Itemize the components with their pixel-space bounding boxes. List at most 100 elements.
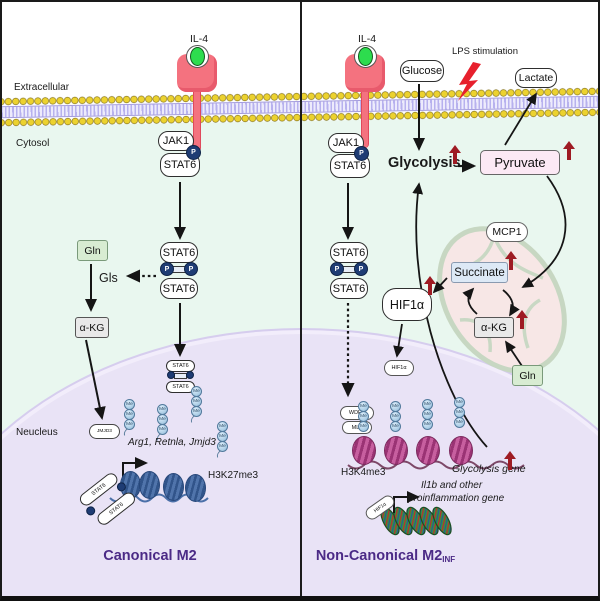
stat6-label: STAT6: [163, 159, 197, 171]
gln-box-left: Gln: [77, 240, 108, 261]
p-label: P: [191, 149, 196, 156]
up-arrow-glycolysis-gene: [504, 451, 516, 472]
stat6-dimer-bottom: STAT6: [166, 381, 195, 393]
succinate-label: Succinate: [454, 266, 505, 279]
stat6-label: STAT6: [90, 482, 107, 497]
up-arrow-hif1a-stabilization: [424, 276, 436, 297]
il4-receptor-stem-left: [193, 66, 201, 152]
gln-box-right: Gln: [512, 365, 543, 386]
jmjd3-label: JMJD3: [97, 429, 112, 434]
up-arrow-glycolysis: [449, 145, 461, 166]
hif1a-label: HIF1α: [391, 365, 407, 371]
akg-label: α-KG: [79, 321, 105, 334]
gln-label: Gln: [519, 369, 536, 382]
phospho-mark: P: [184, 262, 198, 276]
me-mark: Me: [191, 406, 202, 417]
phospho-mark: P: [330, 262, 344, 276]
nucleosome: [139, 471, 160, 499]
mcp1-box: MCP1: [486, 222, 528, 242]
arrow-succinate-to-hif1a: [432, 277, 448, 294]
stat6-label: STAT6: [162, 282, 196, 295]
phospho-mark: P: [186, 145, 201, 160]
me-mark: Me: [454, 417, 465, 428]
hif1a-box: HIF1α: [382, 288, 432, 321]
nucleosome: [163, 473, 184, 501]
me-mark: Me: [217, 441, 228, 452]
il4-ligand-right: [358, 47, 373, 66]
phospho-mark: [186, 371, 194, 379]
cycle-arc-akg-to-succinate: [462, 287, 478, 315]
p-label: P: [359, 150, 364, 157]
hif1a-label: HIF1α: [389, 297, 425, 312]
m2-genes-label: Arg1, Retnla, Jmjd3: [128, 437, 216, 448]
transcription-arrow-right: [393, 491, 420, 513]
stat6-label: STAT6: [172, 384, 189, 390]
arrow-glycolysis-gene-to-glycolysis: [412, 182, 488, 448]
il4-label-right: IL-4: [357, 33, 377, 45]
stat6-label: STAT6: [107, 501, 125, 517]
right-title-main: Non-Canonical M2: [315, 548, 443, 564]
left-panel-title: Canonical M2: [103, 548, 197, 564]
dna-helix: [380, 506, 452, 536]
nucleosome: [416, 436, 440, 465]
glucose-box: Glucose: [400, 60, 444, 82]
stat6-label: STAT6: [333, 160, 367, 172]
arrow-akg-to-jmjd3: [85, 339, 106, 420]
gln-label: Gln: [84, 244, 101, 257]
p-label: P: [334, 265, 340, 273]
me-mark: Me: [358, 421, 369, 432]
phospho-mark: [167, 371, 175, 379]
up-arrow-akg: [516, 310, 528, 331]
arrow-pyruvate-to-lactate: [504, 92, 537, 146]
mcp1-label: MCP1: [492, 226, 522, 238]
pyruvate-label: Pyruvate: [494, 155, 546, 170]
akg-box-right: α-KG: [474, 317, 514, 338]
dna-strand-right: [347, 460, 525, 470]
stat6-dimer-bottom: STAT6: [160, 278, 198, 299]
lps-stimulation-label: LPS stimulation: [451, 46, 518, 57]
succinate-box: Succinate: [451, 262, 508, 283]
glycolysis-label: Glycolysis: [388, 155, 461, 171]
stat6-right: STAT6: [330, 154, 370, 178]
extracellular-label: Extracellular: [14, 82, 70, 93]
me-mark: Me: [422, 419, 433, 430]
nucleosome: [449, 436, 473, 465]
stat6-dimer-top: STAT6: [330, 242, 368, 263]
jak1-label: JAK1: [162, 135, 190, 147]
up-arrow-succinate: [505, 251, 517, 272]
p-label: P: [358, 265, 364, 273]
mll-label: MLL: [351, 424, 363, 431]
akg-label: α-KG: [481, 321, 507, 334]
phospho-mark: P: [354, 146, 369, 161]
jmjd3-box: JMJD3: [89, 424, 120, 439]
stat6-dimer-bottom: STAT6: [330, 278, 368, 299]
lightning-bolt-icon: [458, 62, 481, 101]
h3k4me3-label: H3K4me3: [341, 467, 386, 478]
wdr5-label: WDR5: [348, 410, 366, 416]
glucose-label: Glucose: [401, 65, 443, 77]
lactate-box: Lactate: [515, 68, 557, 88]
il4-receptor-stem-right: [361, 66, 369, 148]
cycle-arc-succinate-to-akg: [502, 289, 520, 317]
stat6-label: STAT6: [332, 282, 366, 295]
stat6-dimer-top: STAT6: [166, 360, 195, 372]
me-mark: Me: [157, 424, 168, 435]
arrow-pyruvate-to-mitochondria: [521, 175, 567, 288]
arrow-gln-to-akg-right: [505, 340, 523, 367]
p-label: P: [164, 265, 170, 273]
right-title-subscript: INF: [442, 555, 456, 564]
nucleus-label: Neucleus: [16, 427, 58, 438]
hif1a-nuclear-box: HIF1α: [384, 360, 414, 376]
cytosol-label: Cytosol: [16, 138, 50, 149]
gls-label: Gls: [99, 271, 118, 285]
